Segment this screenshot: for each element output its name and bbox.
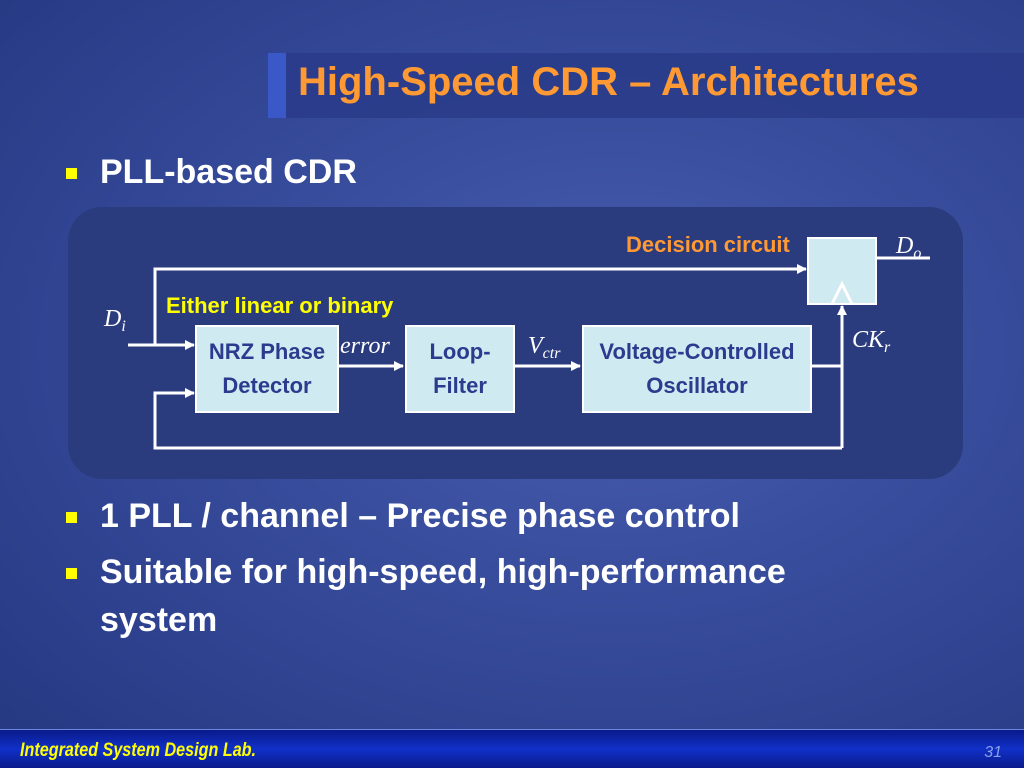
bullet-suitable-high-speed-cont: system: [100, 601, 218, 639]
phase-detector-block: NRZ Phase Detector: [195, 325, 339, 413]
vco-line2: Oscillator: [646, 373, 748, 398]
clock-edge-icon: [830, 280, 854, 305]
bullet-pll-based-cdr: PLL-based CDR: [100, 153, 357, 191]
loop-filter-line1: Loop-: [429, 339, 491, 364]
footer-bar: [0, 730, 1024, 768]
title-accent-bar: [268, 53, 286, 118]
loop-filter-block: Loop- Filter: [405, 325, 515, 413]
bullet-marker: [66, 568, 77, 579]
vco-line1: Voltage-Controlled: [599, 339, 795, 364]
clock-signal-label: CKr: [852, 327, 891, 356]
input-signal-label: Di: [104, 306, 126, 335]
phase-detector-line1: NRZ Phase: [208, 339, 326, 364]
lab-name: Integrated System Design Lab.: [20, 740, 257, 761]
phase-detector-line2: Detector: [222, 373, 312, 398]
bullet-pll-per-channel: 1 PLL / channel – Precise phase control: [100, 497, 740, 535]
control-voltage-label: Vctr: [528, 333, 561, 362]
output-signal-label: Do: [896, 233, 922, 262]
feedback-wire: [153, 388, 842, 450]
decision-circuit-label: Decision circuit: [626, 232, 790, 257]
slide-title: High-Speed CDR – Architectures: [298, 60, 919, 104]
decision-circuit-box: [807, 237, 877, 305]
bullet-marker: [66, 168, 77, 179]
title-bar: [268, 53, 1024, 118]
page-number: 31: [984, 744, 1002, 761]
vco-block: Voltage-Controlled Oscillator: [582, 325, 812, 413]
detector-type-label: Either linear or binary: [166, 293, 394, 318]
data-to-decision-wire: [153, 264, 807, 345]
bullet-suitable-high-speed: Suitable for high-speed, high-performanc…: [100, 553, 786, 591]
error-signal-label: error: [340, 333, 390, 359]
loop-filter-line2: Filter: [433, 373, 487, 398]
bullet-marker: [66, 512, 77, 523]
